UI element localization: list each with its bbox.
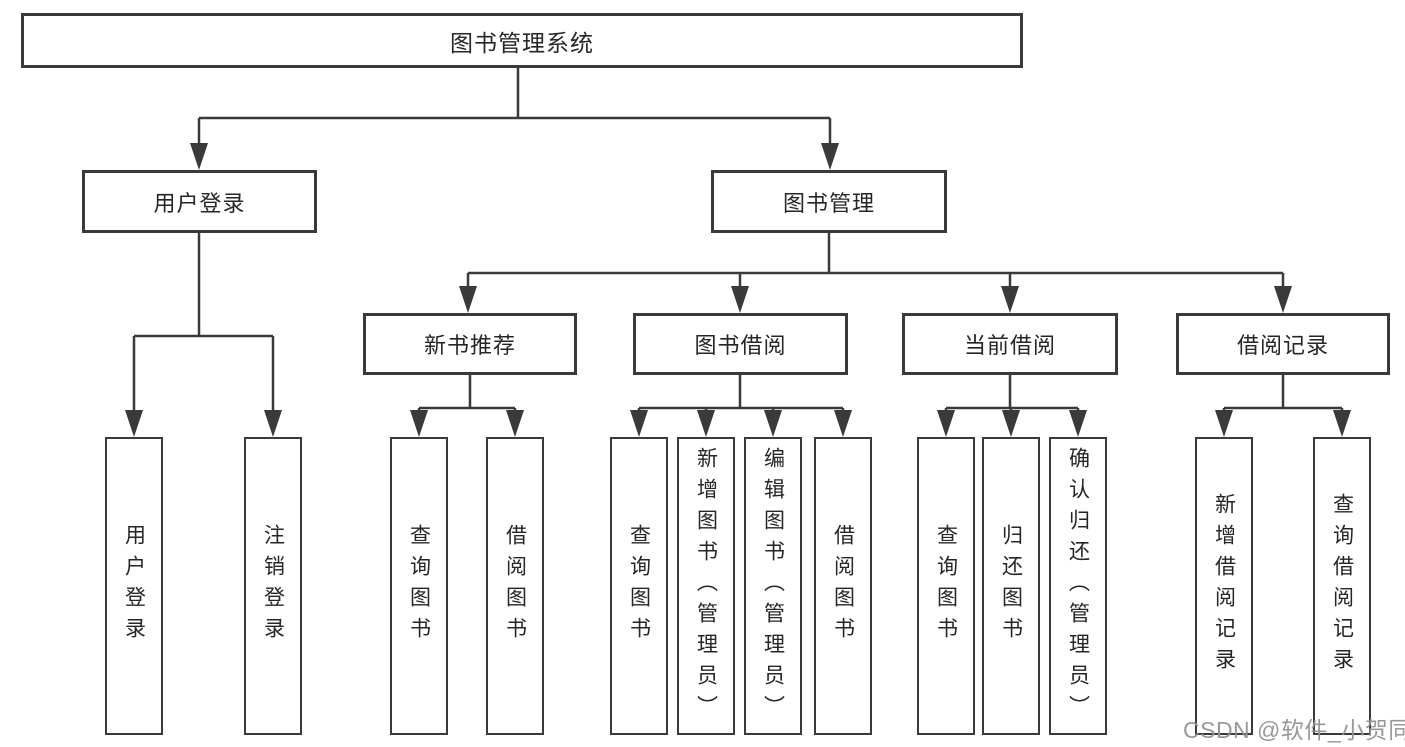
arrow-down-icon [731,286,749,313]
node-label: 当前借阅 [963,333,1056,358]
arrow-down-icon [125,410,143,437]
node-library-management-system: 图书管理系统 [21,13,1023,68]
arrow-down-icon [1333,410,1351,437]
arrow-down-icon [764,410,782,437]
connector-root-to-level2 [197,68,832,146]
leaf-add-books-admin: 新增图书（管理员） [677,437,735,735]
node-label: 查询图书 [934,524,958,648]
node-label: 用户登录 [122,524,146,648]
node-book-borrowing: 图书借阅 [633,313,848,375]
node-label: 新增图书（管理员） [694,446,718,726]
arrow-down-icon [697,410,715,437]
node-label: 用户登录 [153,190,246,216]
arrow-down-icon [1215,410,1233,437]
connector-borrow-to-leaves [637,375,845,414]
leaf-query-borrow-record: 查询借阅记录 [1313,437,1371,735]
node-book-management: 图书管理 [711,170,947,233]
leaf-query-books-1: 查询图书 [390,437,448,735]
node-label: 注销登录 [261,524,285,648]
arrow-down-icon [1069,410,1087,437]
arrow-down-icon [937,410,955,437]
connector-records-to-leaves [1222,375,1344,414]
arrowheads [125,143,1351,437]
arrow-down-icon [1002,410,1020,437]
arrow-down-icon [264,410,282,437]
node-label: 新书推荐 [423,333,516,358]
connector-manage-to-level3 [466,233,1285,290]
leaf-query-books-3: 查询图书 [917,437,975,735]
leaf-edit-books-admin: 编辑图书（管理员） [744,437,802,735]
node-borrowing-records: 借阅记录 [1176,313,1390,375]
leaf-borrow-books-2: 借阅图书 [814,437,872,735]
node-label: 借阅图书 [503,524,527,648]
arrow-down-icon [506,410,524,437]
leaf-borrow-books-1: 借阅图书 [486,437,544,735]
node-label: 图书管理系统 [450,29,594,56]
node-user-login: 用户登录 [82,170,317,233]
node-label: 归还图书 [999,524,1023,648]
leaf-confirm-return-admin: 确认归还（管理员） [1049,437,1107,735]
node-new-book-recommend: 新书推荐 [363,313,577,375]
node-label: 借阅图书 [831,524,855,648]
leaf-query-books-2: 查询图书 [610,437,668,735]
leaf-return-books: 归还图书 [982,437,1040,735]
connector-login-to-leaves [132,233,275,413]
node-label: 编辑图书（管理员） [761,446,785,726]
node-current-borrowing: 当前借阅 [902,313,1118,375]
arrow-down-icon [190,143,208,170]
node-label: 查询借阅记录 [1330,493,1354,679]
node-label: 借阅记录 [1236,333,1329,358]
arrow-down-icon [834,410,852,437]
connector-current-to-leaves [944,375,1080,414]
node-label: 图书借阅 [694,333,787,358]
watermark: CSDN @软件_小贺同学 [1183,717,1405,743]
leaf-add-borrow-record: 新增借阅记录 [1195,437,1253,735]
connector-paths [132,68,1344,414]
connector-newbook-to-leaves [417,375,517,414]
leaf-user-login: 用户登录 [105,437,163,735]
arrow-down-icon [1274,286,1292,313]
arrow-down-icon [630,410,648,437]
arrow-down-icon [410,410,428,437]
leaf-logout: 注销登录 [244,437,302,735]
arrow-down-icon [1001,286,1019,313]
node-label: 查询图书 [407,524,431,648]
node-label: 新增借阅记录 [1212,493,1236,679]
arrow-down-icon [459,286,477,313]
node-label: 查询图书 [627,524,651,648]
node-label: 确认归还（管理员） [1066,446,1090,726]
node-label: 图书管理 [782,190,875,216]
arrow-down-icon [821,143,839,170]
